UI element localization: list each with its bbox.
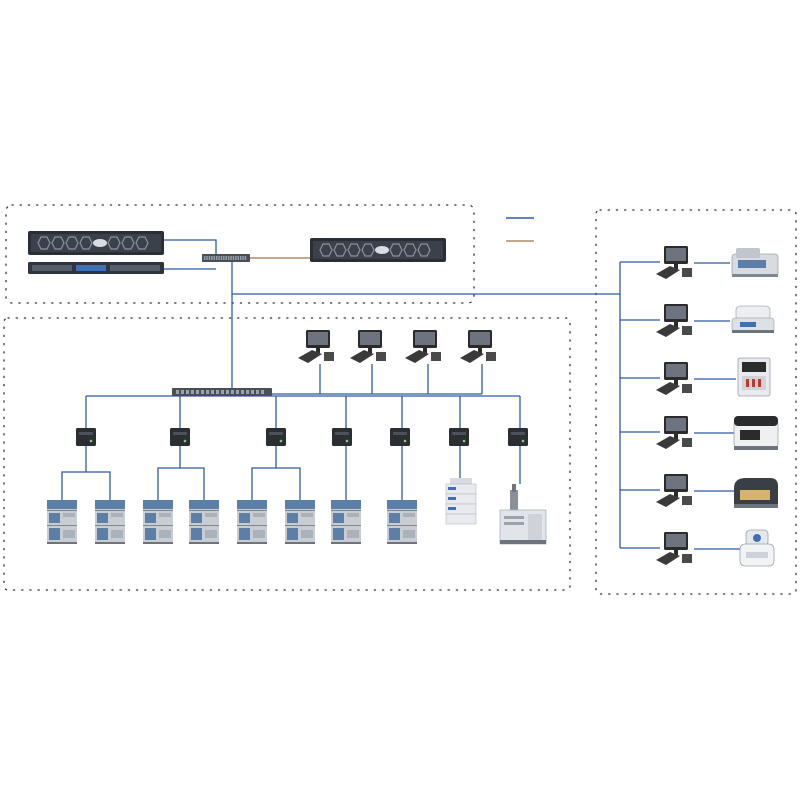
- acquisition-boxes: [76, 428, 528, 446]
- analytical-balance-icon: [731, 305, 775, 334]
- workstation-icon: [405, 330, 441, 363]
- workstation-icon: [656, 532, 692, 565]
- server-group: [27, 230, 447, 274]
- backup-server-icon: [309, 237, 447, 263]
- server-icon: [27, 230, 165, 256]
- hplc-instrument-icon: [387, 500, 417, 544]
- server-room-zone: [5, 204, 475, 304]
- workstation-icon: [460, 330, 496, 363]
- lab-switch-icon: [172, 388, 272, 396]
- acquisition-box-icon: [76, 428, 96, 446]
- acquisition-box-icon: [170, 428, 190, 446]
- hplc-instrument-icon: [47, 500, 77, 544]
- lab-ws-drops: [319, 364, 483, 394]
- workstation-icon: [350, 330, 386, 363]
- hplc-instrument-icon: [189, 500, 219, 544]
- workstation-icon: [656, 362, 692, 395]
- hplc-instrument-icon: [143, 500, 173, 544]
- connections: [61, 239, 740, 550]
- core-switch-icon: [202, 254, 250, 262]
- benchtop-analyzer-icon: [734, 478, 778, 508]
- lab-instruments: [47, 477, 547, 545]
- liquid-chromatograph-icon: [445, 477, 477, 525]
- right-branches: [620, 261, 740, 550]
- acquisition-box-icon: [332, 428, 352, 446]
- lab-workstations: [298, 330, 496, 363]
- workstation-icon: [656, 474, 692, 507]
- right-workstations: [656, 246, 692, 565]
- legend: [506, 217, 534, 242]
- hplc-drops: [61, 446, 521, 500]
- chromatography-lab-zone: [3, 317, 571, 591]
- acquisition-box-icon: [508, 428, 528, 446]
- hplc-instrument-icon: [237, 500, 267, 544]
- link-server1-switch: [162, 239, 217, 258]
- hplc-instrument-icon: [285, 500, 315, 544]
- hplc-instrument-icon: [95, 500, 125, 544]
- acquisition-box-icon: [266, 428, 286, 446]
- workstation-icon: [656, 416, 692, 449]
- right-instruments: [731, 247, 779, 567]
- hplc-instrument-icon: [331, 500, 361, 544]
- acquisition-box-icon: [390, 428, 410, 446]
- uv-spectrophotometer-icon: [731, 247, 779, 278]
- workstation-icon: [656, 304, 692, 337]
- gas-chromatograph-icon: [499, 483, 547, 545]
- instrument-lab-zone: [595, 209, 797, 595]
- particle-counter-icon: [739, 529, 775, 567]
- workstation-icon: [656, 246, 692, 279]
- switches: [172, 254, 272, 396]
- acquisition-box-icon: [449, 428, 469, 446]
- pcr-instrument-icon: [733, 415, 779, 451]
- server-thin-icon: [28, 262, 164, 274]
- acq-drops: [85, 396, 521, 428]
- dissolution-tester-icon: [737, 357, 771, 397]
- workstation-icon: [298, 330, 334, 363]
- zones: [3, 204, 797, 595]
